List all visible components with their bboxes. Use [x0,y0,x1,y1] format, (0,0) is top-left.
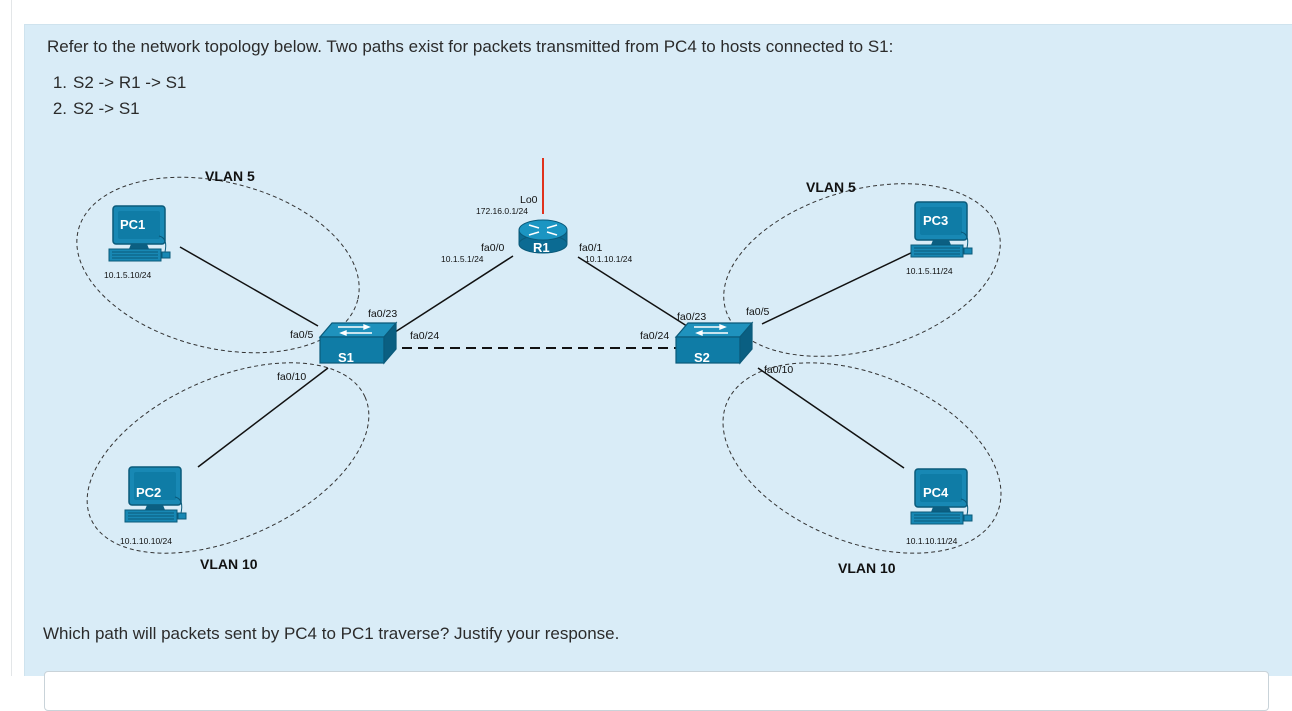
s2-fa023-label: fa0/23 [677,311,706,323]
r1-fa01-label: fa0/1 [579,242,603,254]
list-item-number: 2. [52,99,67,118]
vlan10-left-label: VLAN 10 [200,556,258,572]
link-r1-s1 [391,255,514,335]
list-item: 2. S2 -> S1 [47,99,186,125]
r1-fa00-label: fa0/0 [481,242,505,254]
loopback-ip: 172.16.0.1/24 [476,206,528,216]
link-s2-pc4 [757,367,905,469]
s1-fa024-label: fa0/24 [410,330,439,342]
question-prompt: Which path will packets sent by PC4 to P… [43,624,620,643]
s1-fa023-label: fa0/23 [368,308,397,320]
page-left-border [11,0,12,676]
pc4-ip: 10.1.10.11/24 [906,536,958,546]
router-r1-label: R1 [533,240,550,255]
s2-fa05-label: fa0/5 [746,306,770,318]
list-item-number: 1. [52,73,67,92]
s1-fa05-label: fa0/5 [290,329,314,341]
s2-fa024-label: fa0/24 [640,330,669,342]
r1-fa00-ip: 10.1.5.1/24 [441,254,484,264]
r1-fa01-ip: 10.1.10.1/24 [585,254,633,264]
link-pc2-s1 [197,367,329,468]
pc1-computer-icon [108,205,171,262]
s1-fa010-label: fa0/10 [277,371,306,383]
vlan5-left-label: VLAN 5 [205,168,255,184]
question-panel: Refer to the network topology below. Two… [24,24,1292,711]
pc2-ip: 10.1.10.10/24 [120,536,172,546]
network-topology-diagram: R1 S1 S2 PC1 PC2 PC3 PC4 Lo0 172.16.0.1/… [76,158,1002,576]
switch-s2-label: S2 [694,350,710,365]
vlan-5-left-group [76,176,360,354]
vlan-10-left-group [86,362,370,554]
switch-s1 [319,322,397,364]
pc4-label: PC4 [923,485,949,500]
list-item: 1. S2 -> R1 -> S1 [47,73,187,99]
s2-fa010-label: fa0/10 [764,364,793,376]
vlan-5-right-group [723,183,1001,357]
path-list: 1. S2 -> R1 -> S1 2. S2 -> S1 [47,73,187,125]
list-item-text: S2 -> S1 [73,99,140,118]
vlan5-right-label: VLAN 5 [806,179,856,195]
pc1-label: PC1 [120,217,145,232]
question-intro: Refer to the network topology below. Two… [47,37,894,56]
loopback-label: Lo0 [520,194,538,206]
answer-text-area[interactable] [44,671,1269,711]
vlan-10-right-group [722,362,1002,554]
switch-s1-label: S1 [338,350,354,365]
pc1-ip: 10.1.5.10/24 [104,270,152,280]
pc3-ip: 10.1.5.11/24 [906,266,953,276]
link-r1-s2 [577,256,691,329]
link-pc1-s1 [179,246,319,327]
switch-s2 [675,322,753,364]
pc3-label: PC3 [923,213,948,228]
router-r1 [518,219,568,254]
link-s2-pc3 [761,250,916,325]
vlan10-right-label: VLAN 10 [838,560,896,576]
list-item-text: S2 -> R1 -> S1 [73,73,187,92]
pc3-computer-icon [910,201,973,258]
pc2-label: PC2 [136,485,161,500]
